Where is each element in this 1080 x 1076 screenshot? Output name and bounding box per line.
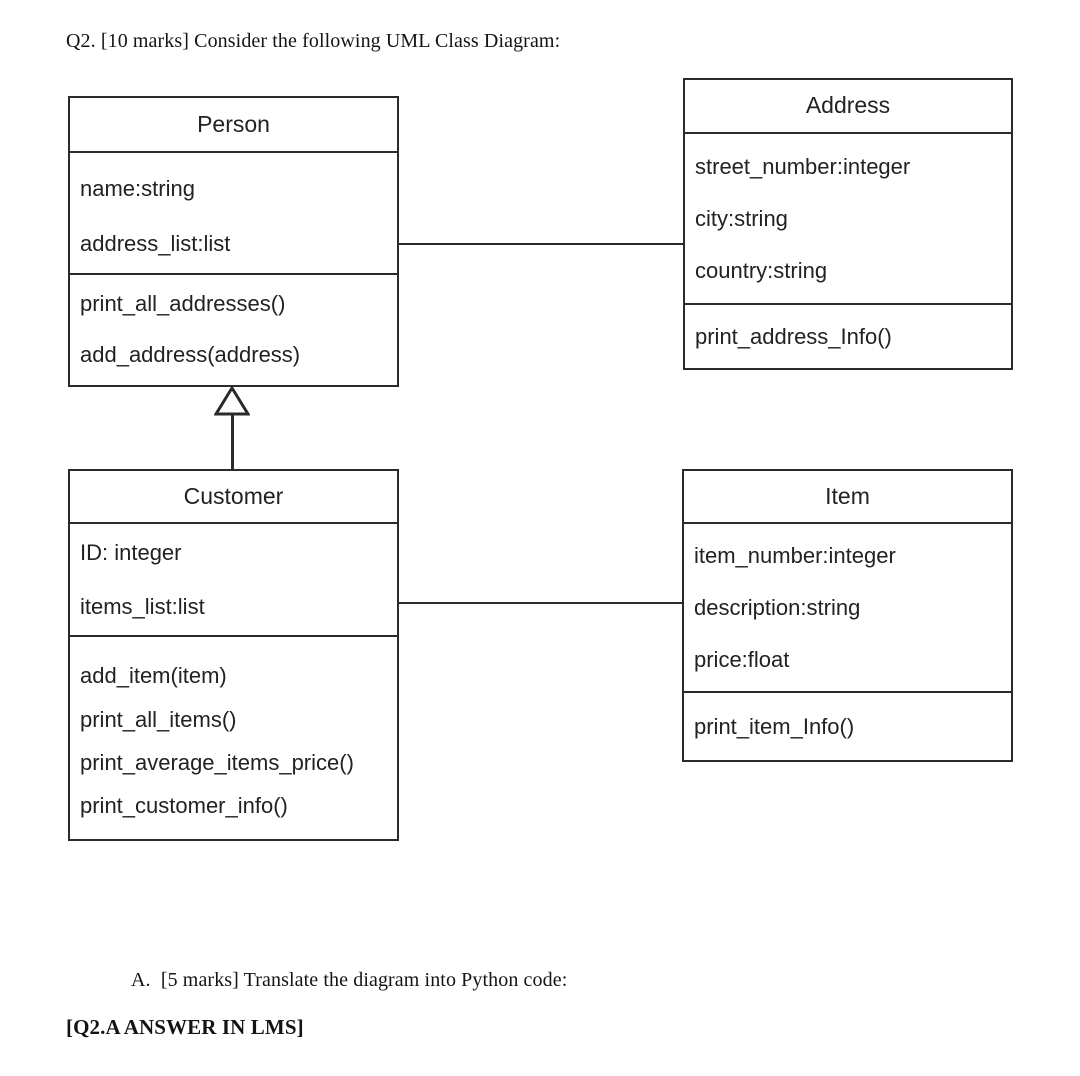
association-line-person-address <box>396 243 686 245</box>
class-address-attributes: street_number:integer city:string countr… <box>685 132 1011 303</box>
class-person-attributes: name:string address_list:list <box>70 151 397 273</box>
class-item-operations: print_item_Info() <box>684 691 1011 760</box>
class-address-operations: print_address_Info() <box>685 303 1011 368</box>
generalization-triangle-icon <box>214 386 250 416</box>
operation-row: print_address_Info() <box>695 323 892 349</box>
operation-row: print_all_addresses() <box>80 290 286 316</box>
class-customer-header: Customer <box>70 471 397 522</box>
class-item-header: Item <box>684 471 1011 522</box>
class-person-header: Person <box>70 98 397 151</box>
attribute-row: ID: integer <box>80 539 182 565</box>
uml-class-address: Address street_number:integer city:strin… <box>683 78 1013 370</box>
association-line-customer-item <box>396 602 684 604</box>
class-address-header: Address <box>685 80 1011 132</box>
operation-row: print_customer_info() <box>80 793 288 819</box>
operation-row: add_address(address) <box>80 342 301 367</box>
attribute-row: city:string <box>695 205 788 231</box>
class-item-attributes: item_number:integer description:string p… <box>684 522 1011 691</box>
operation-row: print_all_items() <box>80 706 237 732</box>
uml-class-person: Person name:string address_list:list pri… <box>68 96 399 387</box>
attribute-row: name:string <box>80 175 195 201</box>
class-person-operations: print_all_addresses() add_address(addres… <box>70 273 397 383</box>
class-item-name: Item <box>825 482 870 509</box>
generalization-line-customer-person <box>231 412 234 472</box>
attribute-row: street_number:integer <box>695 153 911 179</box>
uml-class-item: Item item_number:integer description:str… <box>682 469 1013 762</box>
uml-class-customer: Customer ID: integer items_list:list add… <box>68 469 399 841</box>
attribute-row: address_list:list <box>80 231 231 256</box>
operation-row: print_average_items_price() <box>80 750 354 775</box>
operation-row: add_item(item) <box>80 663 227 689</box>
attribute-row: description:string <box>694 594 861 620</box>
class-person-name: Person <box>197 110 270 137</box>
attribute-row: items_list:list <box>80 594 205 619</box>
class-customer-attributes: ID: integer items_list:list <box>70 522 397 635</box>
class-address-name: Address <box>805 92 891 119</box>
question-heading: Q2. [10 marks] Consider the following UM… <box>66 30 561 52</box>
operation-row: print_item_Info() <box>694 713 855 739</box>
attribute-row: item_number:integer <box>694 542 896 568</box>
attribute-row: country:string <box>695 258 828 284</box>
part-a-instruction: A. [5 marks] Translate the diagram into … <box>131 969 568 991</box>
class-customer-operations: add_item(item) print_all_items() print_a… <box>70 635 397 839</box>
answer-placeholder-note: [Q2.A ANSWER IN LMS] <box>66 1015 304 1039</box>
class-customer-name: Customer <box>183 482 284 509</box>
attribute-row: price:float <box>694 647 790 673</box>
